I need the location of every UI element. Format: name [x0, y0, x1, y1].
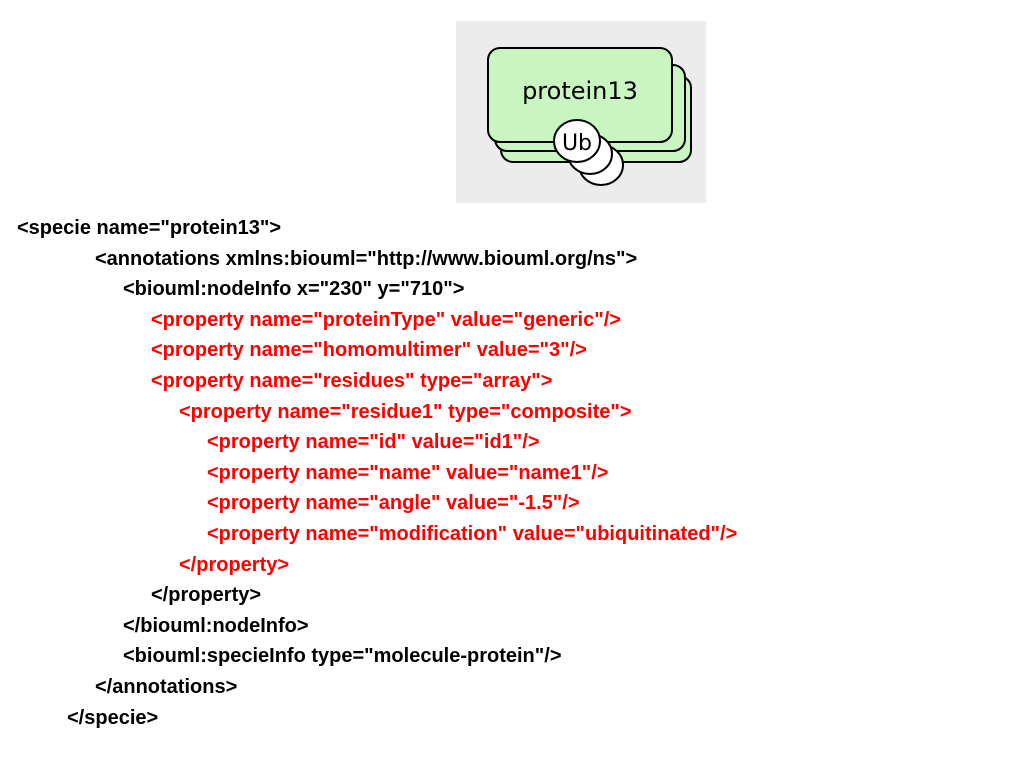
code-line: </specie>	[67, 706, 159, 729]
protein-node-diagram: protein13 Ub	[487, 47, 692, 186]
code-line: <biouml:specieInfo type="molecule-protei…	[123, 645, 562, 668]
code-line: </property>	[179, 553, 290, 576]
code-line: <property name="homomultimer" value="3"/…	[151, 339, 587, 362]
code-line: </property>	[151, 584, 262, 607]
code-line: <property name="name" value="name1"/>	[207, 461, 609, 484]
code-line: <property name="proteinType" value="gene…	[151, 308, 621, 331]
code-line: <property name="residues" type="array">	[151, 370, 553, 392]
code-line: <property name="id" value="id1"/>	[207, 431, 540, 454]
code-line: <property name="residue1" type="composit…	[179, 400, 632, 423]
code-line: </annotations>	[95, 676, 238, 698]
code-line: <annotations xmlns:biouml="http://www.bi…	[95, 247, 638, 270]
modification-circle	[553, 119, 601, 163]
protein-node-figure: protein13 Ub	[456, 21, 706, 203]
code-line: </biouml:nodeInfo>	[123, 614, 309, 637]
code-line: <specie name="protein13">	[17, 217, 282, 239]
modification-label: Ub	[562, 131, 592, 156]
code-line: <biouml:nodeInfo x="230" y="710">	[123, 278, 465, 301]
code-line: <property name="modification" value="ubi…	[207, 523, 738, 545]
protein-node-label: protein13	[522, 77, 638, 105]
code-line: <property name="angle" value="-1.5"/>	[207, 492, 580, 515]
